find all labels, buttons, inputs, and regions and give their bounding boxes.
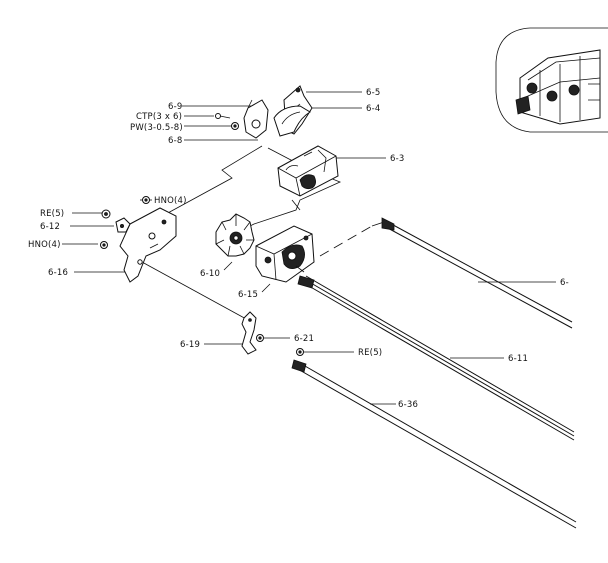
rod-upper <box>381 217 573 329</box>
ring-re5-mid <box>296 348 304 356</box>
ring-re5-left <box>101 209 111 219</box>
part-6-9 <box>243 99 269 139</box>
nut-hno-left <box>100 241 108 249</box>
label-re-5-mid: RE(5) <box>358 348 382 358</box>
part-6-15 <box>255 225 315 283</box>
rod-6-11 <box>297 275 575 441</box>
inset-detail-view <box>495 27 608 133</box>
label-6-10: 6-10 <box>200 269 220 279</box>
label-hno-4-top: HNO(4) <box>154 196 187 206</box>
label-6-truncated: 6- <box>560 278 569 288</box>
label-6-15: 6-15 <box>238 290 258 300</box>
label-6-9: 6-9 <box>168 102 182 112</box>
part-6-4 <box>273 105 311 137</box>
part-6-16 <box>119 207 177 283</box>
label-6-8: 6-8 <box>168 136 182 146</box>
label-6-21: 6-21 <box>294 334 314 344</box>
part-6-10 <box>215 213 255 257</box>
part-6-3 <box>277 145 339 197</box>
screw-ctp <box>215 113 231 119</box>
label-pw-3-0-5-8: PW(3-0.5-8) <box>130 123 183 133</box>
part-6-12 <box>115 217 131 233</box>
label-6-3: 6-3 <box>390 154 404 164</box>
label-re-5-left: RE(5) <box>40 209 64 219</box>
label-6-11: 6-11 <box>508 354 528 364</box>
label-6-4: 6-4 <box>366 104 380 114</box>
label-6-12: 6-12 <box>40 222 60 232</box>
part-6-21 <box>256 334 264 342</box>
washer-pw <box>231 122 239 130</box>
rod-6-36 <box>291 359 577 529</box>
label-6-36: 6-36 <box>398 400 418 410</box>
label-6-19: 6-19 <box>180 340 200 350</box>
label-ctp-3x6: CTP(3 x 6) <box>136 112 182 122</box>
label-6-16: 6-16 <box>48 268 68 278</box>
part-6-19 <box>241 311 257 355</box>
labels: 6-5 6-9 6-4 CTP(3 x 6) PW(3-0.5-8) 6-8 6… <box>28 88 569 410</box>
label-hno-4-left: HNO(4) <box>28 240 61 250</box>
nut-hno-top <box>142 196 150 204</box>
label-6-5: 6-5 <box>366 88 380 98</box>
